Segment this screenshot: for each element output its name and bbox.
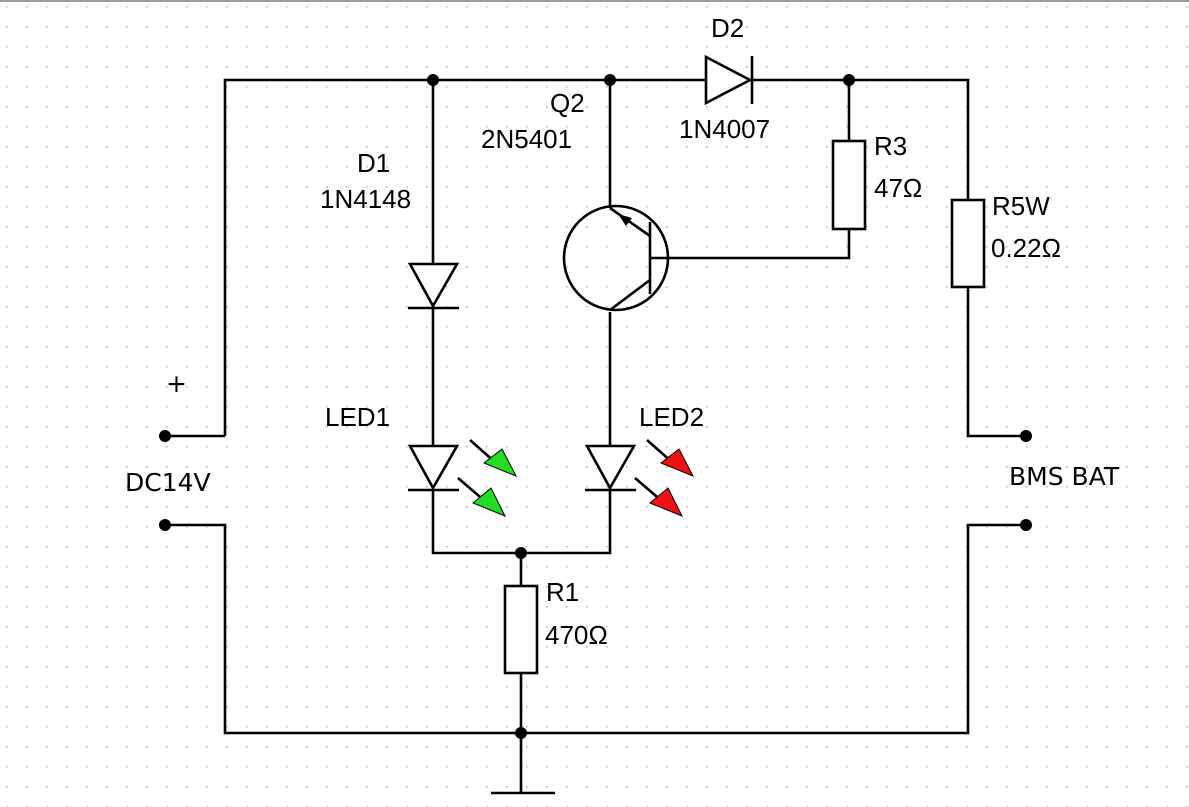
junction-dot xyxy=(515,547,527,559)
r3-value-label: 47Ω xyxy=(874,173,922,203)
wires xyxy=(165,78,1028,792)
diode-d2[interactable] xyxy=(704,54,754,106)
transistor-q2[interactable] xyxy=(562,204,670,312)
led2[interactable] xyxy=(584,439,695,517)
junction-dot xyxy=(427,74,439,86)
d2-value-label: 1N4007 xyxy=(679,114,770,144)
led1-arrow-icon xyxy=(483,448,518,477)
d2-ref-label: D2 xyxy=(711,13,744,43)
d1-value-label: 1N4148 xyxy=(320,184,411,214)
led2-arrow-icon xyxy=(649,487,684,517)
emitter-arrow-icon xyxy=(618,214,632,226)
input-negative-terminal[interactable] xyxy=(159,519,171,531)
led1[interactable] xyxy=(407,439,518,517)
resistor-r3[interactable] xyxy=(831,139,867,231)
d1-ref-label: D1 xyxy=(357,148,390,178)
q2-value-label: 2N5401 xyxy=(481,124,572,154)
r1-ref-label: R1 xyxy=(546,577,579,607)
junctions xyxy=(427,74,855,739)
r1-value-label: 470Ω xyxy=(545,620,608,650)
resistor-r1[interactable] xyxy=(503,584,539,675)
junction-dot xyxy=(604,74,616,86)
junction-dot xyxy=(515,727,527,739)
output-port-label: BMS BAT xyxy=(1009,462,1120,491)
junction-dot xyxy=(843,74,855,86)
r3-ref-label: R3 xyxy=(874,131,907,161)
input-port-label: DC14V xyxy=(125,468,211,497)
led1-arrow-icon xyxy=(472,487,507,517)
led2-arrow-icon xyxy=(660,448,695,477)
input-positive-terminal[interactable] xyxy=(159,430,171,442)
output-negative-terminal[interactable] xyxy=(1020,519,1032,531)
r5w-ref-label: R5W xyxy=(992,191,1050,221)
output-positive-terminal[interactable] xyxy=(1020,430,1032,442)
input-polarity-label: + xyxy=(166,369,187,398)
led1-ref-label: LED1 xyxy=(325,402,390,432)
resistor-r5w[interactable] xyxy=(950,198,986,289)
r5w-value-label: 0.22Ω xyxy=(991,233,1061,263)
q2-ref-label: Q2 xyxy=(550,88,585,118)
led2-ref-label: LED2 xyxy=(639,402,704,432)
diode-d1[interactable] xyxy=(407,262,460,310)
